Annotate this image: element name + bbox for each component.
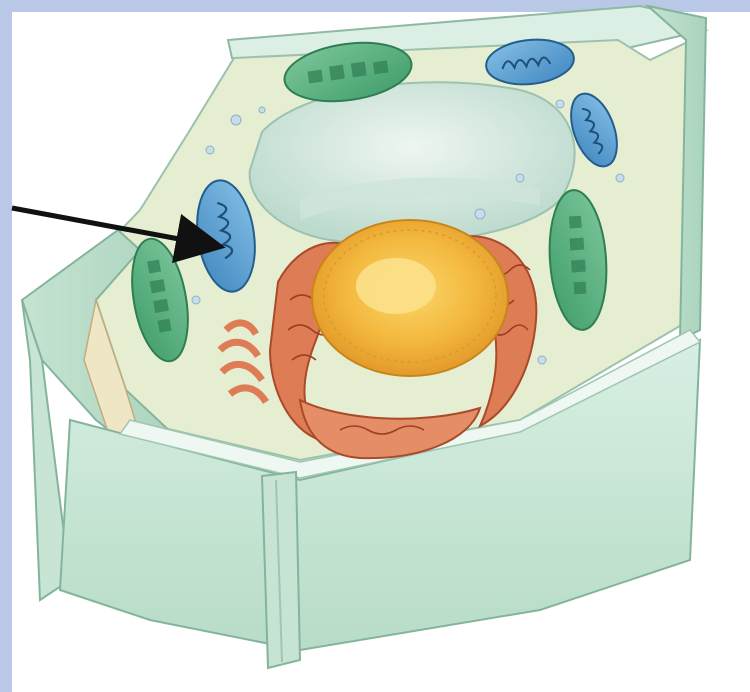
nucleolus (356, 258, 436, 314)
nucleus (312, 220, 508, 376)
